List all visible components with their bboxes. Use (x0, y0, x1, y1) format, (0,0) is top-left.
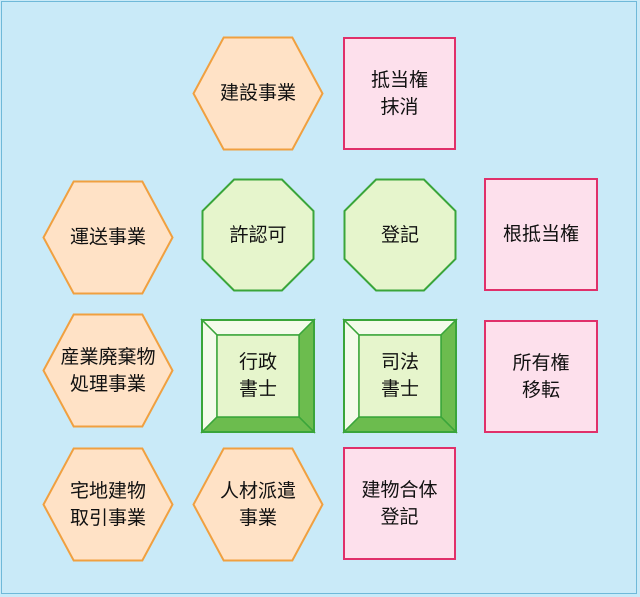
node-jinzai-haken: 人材派遣 事業 (192, 447, 324, 562)
node-shoyuken-iten: 所有権 移転 (484, 320, 598, 433)
node-label: 運送事業 (69, 226, 146, 248)
node-label: 行政 書士 (238, 351, 277, 400)
bevel-outline (343, 319, 457, 433)
node-label: 建物合体 登記 (361, 478, 438, 528)
node-label: 産業廃棄物 処理事業 (60, 345, 156, 395)
node-toki: 登記 (343, 178, 457, 292)
square-shape (484, 320, 598, 433)
square-outline (484, 178, 598, 291)
node-label: 登記 (380, 223, 419, 246)
bevel-shape (200, 318, 316, 434)
octagon-outline (201, 178, 315, 292)
node-tatemono-gattai: 建物合体 登記 (343, 447, 456, 560)
node-label: 所有権 移転 (512, 351, 570, 401)
bevel-face (216, 334, 300, 418)
node-label: 抵当権 抹消 (370, 68, 428, 118)
hexagon-shape (42, 180, 174, 295)
hexagon-outline (192, 36, 324, 151)
node-sangyo-haikibutsu: 産業廃棄物 処理事業 (42, 313, 174, 428)
bevel-shape (342, 318, 458, 434)
square-outline (484, 320, 598, 433)
square-outline (343, 447, 456, 560)
octagon-shape (343, 178, 457, 292)
square-shape (484, 178, 598, 291)
hexagon-outline (42, 180, 174, 295)
node-gyosei-shoshi: 行政 書士 (200, 318, 316, 434)
node-label: 人材派遣 事業 (219, 479, 296, 529)
node-label: 司法 書士 (380, 351, 419, 400)
node-label: 建設事業 (219, 82, 296, 104)
hexagon-shape (192, 447, 324, 562)
node-unso-jigyo: 運送事業 (42, 180, 174, 295)
square-outline (343, 37, 456, 150)
hexagon-outline (42, 313, 174, 428)
octagon-outline (343, 178, 457, 292)
hexagon-shape (42, 313, 174, 428)
square-shape (343, 447, 456, 560)
node-shiho-shoshi: 司法 書士 (342, 318, 458, 434)
node-label: 根抵当権 (502, 223, 579, 245)
hexagon-shape (192, 36, 324, 151)
node-teitoken-masho: 抵当権 抹消 (343, 37, 456, 150)
node-kyoninka: 許認可 (201, 178, 315, 292)
node-label: 許認可 (229, 223, 287, 246)
bevel-face (358, 334, 442, 418)
bevel-outline (201, 319, 315, 433)
hexagon-shape (42, 447, 174, 562)
octagon-shape (201, 178, 315, 292)
node-ne-teitoken: 根抵当権 (484, 178, 598, 291)
node-label: 宅地建物 取引事業 (69, 479, 146, 529)
hexagon-outline (42, 447, 174, 562)
node-kensetsu-jigyo: 建設事業 (192, 36, 324, 151)
square-shape (343, 37, 456, 150)
hexagon-outline (192, 447, 324, 562)
node-takuchi-tatemono: 宅地建物 取引事業 (42, 447, 174, 562)
